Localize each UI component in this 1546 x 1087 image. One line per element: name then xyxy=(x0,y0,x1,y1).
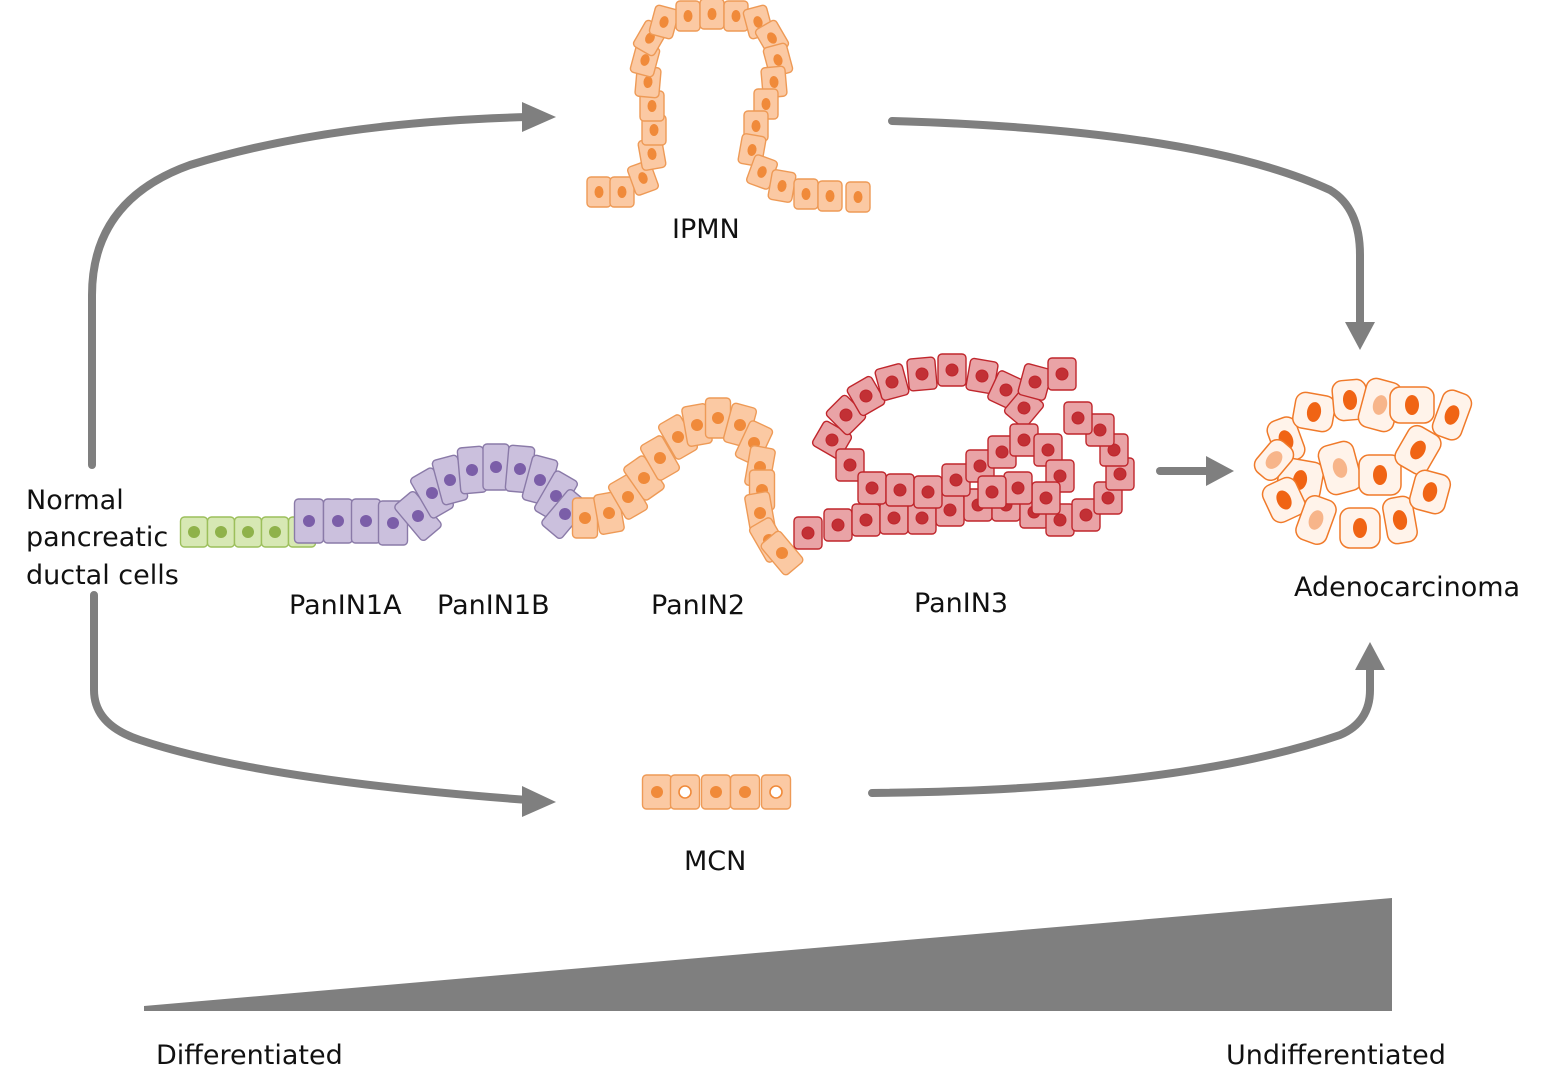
ipmn-cell xyxy=(845,181,871,213)
panin3-cell xyxy=(906,356,938,392)
ipmn-cell xyxy=(586,176,612,208)
adenocarcinoma-cell xyxy=(1382,495,1418,545)
ipmn-cell xyxy=(609,176,635,208)
panin1a-cell xyxy=(350,498,382,544)
arrow-ipmn-to-adeno xyxy=(888,117,1364,330)
normal-cell xyxy=(206,516,236,548)
panin1b-cell xyxy=(456,445,488,495)
ipmn-cell xyxy=(793,178,819,210)
adenocarcinoma-cell xyxy=(1253,439,1295,481)
panin1a-cell xyxy=(293,498,325,544)
panin3-cell xyxy=(965,449,995,483)
label-normal-ductal-cells: Normal pancreatic ductal cells xyxy=(26,485,179,591)
panin3-cell xyxy=(793,516,823,550)
panin3-cell xyxy=(1071,498,1101,532)
adenocarcinoma-cell xyxy=(1317,440,1363,496)
arrow-normal-to-mcn xyxy=(90,591,532,804)
panin3-cell xyxy=(1047,357,1077,391)
cell-illustrations xyxy=(179,0,1473,810)
panin2-cell xyxy=(704,397,732,439)
arrow-head-mcn xyxy=(522,786,556,817)
panin3-cell xyxy=(874,363,910,401)
mcn-cell xyxy=(760,774,792,810)
panin3-cell xyxy=(1063,401,1093,435)
arrow-mcn-to-adeno xyxy=(868,664,1374,797)
panin3-cell xyxy=(1033,433,1063,467)
arrow-head-adeno-middle xyxy=(1206,456,1234,486)
normal-cell xyxy=(233,516,263,548)
label-ipmn: IPMN xyxy=(672,214,740,245)
panin3-cell xyxy=(885,473,915,507)
adenocarcinoma-cell xyxy=(1292,391,1336,433)
adenocarcinoma-cell xyxy=(1394,424,1442,476)
arrow-head-ipmn xyxy=(522,102,556,132)
panin2-cell xyxy=(681,403,713,447)
mcn-cell xyxy=(700,774,732,810)
panin3-cell xyxy=(857,471,887,505)
panin1b-cell xyxy=(482,443,510,491)
adenocarcinoma-cell xyxy=(1339,507,1381,549)
arrow-head-adeno-bottom xyxy=(1355,642,1385,670)
panin2-cell xyxy=(571,497,599,539)
mcn-cell xyxy=(729,774,761,810)
panin3-cell xyxy=(879,501,909,535)
normal-cell xyxy=(179,516,209,548)
arrow-normal-to-ipmn xyxy=(88,113,532,469)
panin1b-cell xyxy=(410,467,454,519)
ipmn-cell xyxy=(699,0,725,30)
progression-arrows xyxy=(88,102,1385,817)
normal-cell xyxy=(260,516,290,548)
adenocarcinoma-cell xyxy=(1431,389,1473,441)
panin3-cell xyxy=(851,503,881,537)
mcn-cell xyxy=(641,774,673,810)
panin3-cell xyxy=(937,353,967,387)
panin3-cell xyxy=(823,508,853,542)
panin3-cell xyxy=(846,375,886,417)
adenocarcinoma-cell xyxy=(1389,386,1435,424)
adenocarcinoma-cell xyxy=(1295,494,1337,546)
mcn-cell xyxy=(669,774,701,810)
label-mcn: MCN xyxy=(684,846,747,877)
panin3-cell xyxy=(1003,471,1033,505)
panin1a-cell xyxy=(322,498,354,544)
ipmn-cell xyxy=(637,137,667,171)
ipmn-cell xyxy=(641,114,667,146)
label-undifferentiated: Undifferentiated xyxy=(1226,1040,1446,1071)
ipmn-cell xyxy=(675,0,701,32)
label-panin1a: PanIN1A xyxy=(289,590,402,621)
adenocarcinoma-cell xyxy=(1358,454,1402,496)
label-panin1b: PanIN1B xyxy=(437,590,550,621)
ipmn-cell xyxy=(746,154,778,190)
panin2-cell xyxy=(760,530,804,576)
label-adenocarcinoma: Adenocarcinoma xyxy=(1294,572,1521,603)
panin3-cell xyxy=(977,475,1007,509)
label-panin2: PanIN2 xyxy=(651,590,746,621)
adenocarcinoma-cell xyxy=(1408,469,1452,515)
ipmn-cell xyxy=(767,169,797,203)
label-panin3: PanIN3 xyxy=(914,588,1009,619)
arrow-head-adeno-top xyxy=(1345,322,1375,350)
panin3-cell xyxy=(1031,481,1061,515)
panin3-cell xyxy=(965,357,999,395)
ipmn-cell xyxy=(648,4,680,40)
adenocarcinoma-cell xyxy=(1261,476,1307,524)
panin3-cell xyxy=(913,475,943,509)
differentiation-wedge xyxy=(144,898,1392,1011)
ipmn-cell xyxy=(817,180,843,212)
panin3-cell xyxy=(835,448,865,482)
panin3-cell xyxy=(987,435,1017,469)
label-differentiated: Differentiated xyxy=(156,1040,343,1071)
panin2-cell xyxy=(639,435,681,481)
